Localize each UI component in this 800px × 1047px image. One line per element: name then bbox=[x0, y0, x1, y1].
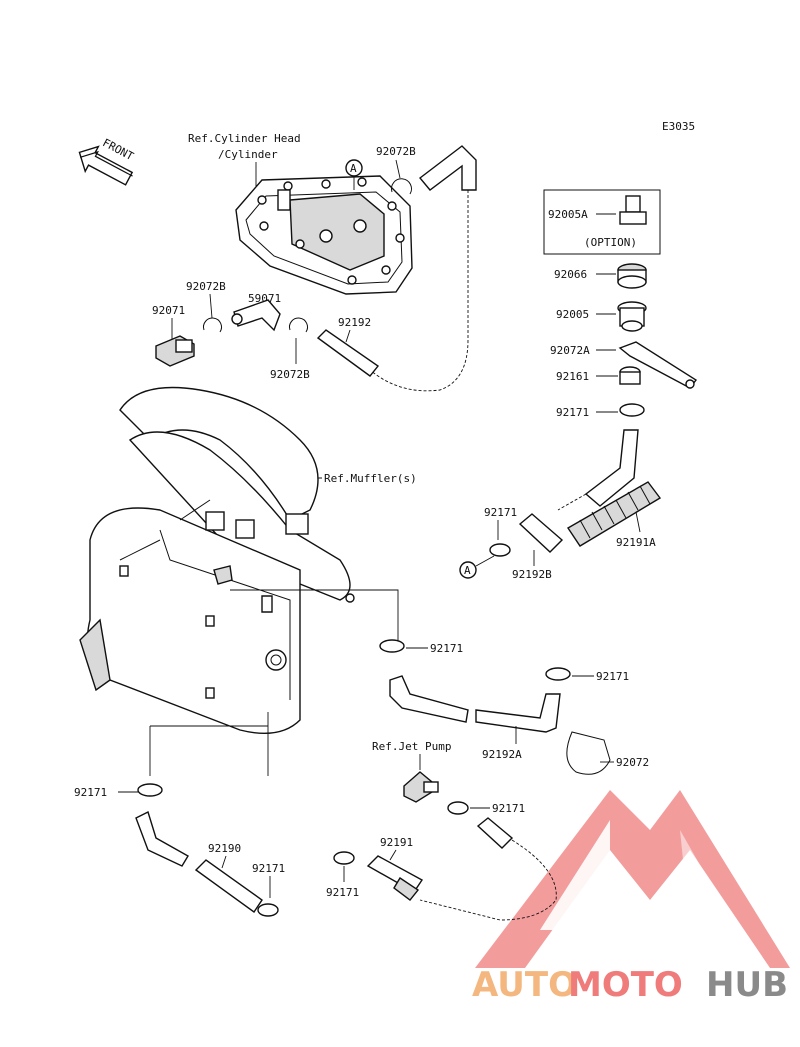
plug-92071 bbox=[155, 335, 195, 367]
clamp-92171-left bbox=[137, 783, 163, 797]
clip-92072B-left bbox=[203, 317, 222, 333]
label-92190: 92190 bbox=[208, 842, 241, 855]
label-92171-mid: 92171 bbox=[430, 642, 463, 655]
cap-92066 bbox=[617, 263, 647, 289]
ref-cylinder: /Cylinder bbox=[218, 148, 278, 161]
label-92072: 92072 bbox=[616, 756, 649, 769]
cap-92161 bbox=[619, 366, 641, 385]
ref-a-bottom: A bbox=[464, 564, 471, 577]
diagram-code: E3035 bbox=[662, 120, 695, 133]
option-box bbox=[543, 189, 661, 255]
label-92191A: 92191A bbox=[616, 536, 656, 549]
hose-breather-right bbox=[557, 429, 639, 511]
label-92171-right: 92171 bbox=[596, 670, 629, 683]
hose-top bbox=[369, 145, 477, 392]
label-92005: 92005 bbox=[556, 308, 589, 321]
cylinder-head-drawing bbox=[235, 175, 413, 295]
ref-a-circle-bottom bbox=[459, 561, 477, 579]
clamp-92171-mid bbox=[379, 639, 405, 653]
ref-cylinder-head: Ref.Cylinder Head bbox=[188, 132, 301, 145]
option-label: (OPTION) bbox=[584, 236, 637, 249]
label-92005A: 92005A bbox=[548, 208, 588, 221]
clamp-92171-jet bbox=[447, 801, 469, 815]
label-92171-low: 92171 bbox=[252, 862, 285, 875]
label-92171-bottom: 92171 bbox=[326, 886, 359, 899]
ref-jet-pump: Ref.Jet Pump bbox=[372, 740, 451, 753]
clamp-92171-low bbox=[257, 903, 279, 917]
label-92072B-top: 92072B bbox=[376, 145, 416, 158]
ref-a-top: A bbox=[350, 162, 357, 175]
ref-muffler: Ref.Muffler(s) bbox=[324, 472, 417, 485]
clip-92072B-top bbox=[390, 178, 412, 195]
label-92171-r1: 92171 bbox=[556, 406, 589, 419]
fitting-92005A bbox=[619, 195, 647, 225]
clip-92072 bbox=[566, 731, 611, 775]
hose-92192 bbox=[316, 329, 380, 377]
hose-jet-short bbox=[476, 817, 514, 849]
clamp-92171-r2 bbox=[489, 543, 511, 557]
label-92171-r2: 92171 bbox=[484, 506, 517, 519]
label-92066: 92066 bbox=[554, 268, 587, 281]
label-92191: 92191 bbox=[380, 836, 413, 849]
fitting-92005 bbox=[617, 301, 647, 332]
fitting-59071 bbox=[231, 299, 281, 332]
clamp-92171-r1 bbox=[619, 403, 645, 417]
hose-92191A bbox=[567, 481, 662, 547]
clamp-92171-bottom bbox=[333, 851, 355, 865]
hose-92192B bbox=[518, 513, 564, 553]
label-92071: 92071 bbox=[152, 304, 185, 317]
label-92072B-bottom: 92072B bbox=[270, 368, 310, 381]
label-92161: 92161 bbox=[556, 370, 589, 383]
label-92171-jet: 92171 bbox=[492, 802, 525, 815]
watermark-auto-text: AUTO bbox=[472, 965, 577, 1005]
label-92171-left: 92171 bbox=[74, 786, 107, 799]
watermark-moto-text: MOTO bbox=[568, 965, 683, 1005]
label-92192A: 92192A bbox=[482, 748, 522, 761]
label-92192B: 92192B bbox=[512, 568, 552, 581]
muffler-drawing bbox=[79, 386, 355, 735]
label-92072A: 92072A bbox=[550, 344, 590, 357]
hose-lower-left bbox=[135, 811, 189, 867]
clip-92072B-bottom bbox=[289, 317, 308, 333]
clamp-92171-right bbox=[545, 667, 571, 681]
hose-bend-mid bbox=[389, 675, 469, 723]
hose-92190 bbox=[194, 859, 263, 913]
front-arrow-icon bbox=[78, 145, 134, 186]
label-92072B-left: 92072B bbox=[186, 280, 226, 293]
label-59071: 59071 bbox=[248, 292, 281, 305]
watermark-logo bbox=[475, 790, 790, 968]
jet-pump-fitting bbox=[403, 771, 439, 803]
watermark-hub-text: HUB bbox=[706, 965, 788, 1005]
hose-92192A bbox=[475, 693, 561, 733]
label-92192: 92192 bbox=[338, 316, 371, 329]
